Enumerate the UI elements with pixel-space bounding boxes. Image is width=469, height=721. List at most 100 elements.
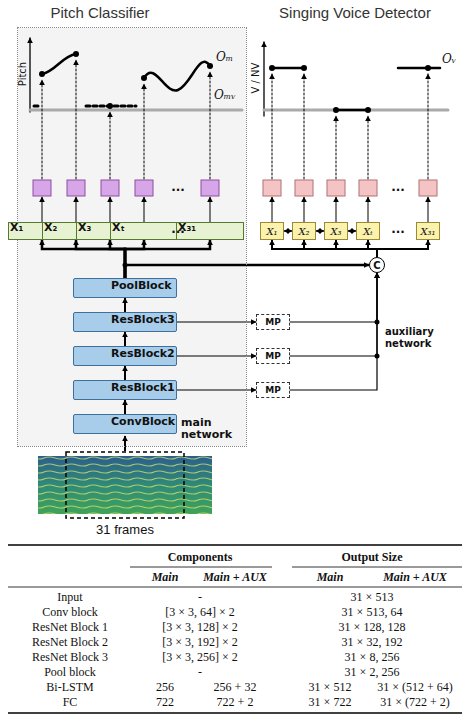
table-cell: 31 × 128, 128 (339, 620, 406, 635)
axis (29, 38, 30, 112)
points (39, 51, 213, 109)
connector (348, 230, 356, 231)
table-cell: 31 × 512 (309, 680, 352, 695)
ellipsis: ... (171, 180, 185, 194)
table-cell: 31 × 513, 64 (342, 605, 403, 620)
output-symbol: Oₘ (216, 50, 233, 64)
concat-circle: C (369, 257, 385, 273)
node-text: X₃₁ (420, 226, 435, 237)
process-box: ResBlock1 (73, 380, 177, 400)
node-text: ResBlock3 (111, 314, 173, 326)
ellipsis: ... (391, 180, 405, 194)
table-cell: Conv block (42, 605, 98, 620)
connector (124, 400, 126, 414)
table-rules (8, 545, 462, 713)
table-cell: Input (57, 590, 82, 605)
connector (124, 366, 126, 380)
connector (124, 298, 126, 312)
table-cell: 31 × 513 (351, 590, 394, 605)
spectrogram (38, 436, 212, 518)
table-cell: [3 × 3, 64] × 2 (165, 605, 235, 620)
table-cell: Pool block (44, 665, 96, 680)
connector (377, 240, 428, 257)
table-cell: - (198, 665, 202, 680)
node-text: MP (265, 385, 281, 395)
table-header: Main (152, 570, 179, 585)
table-header: Components (168, 550, 233, 565)
output-symbol: Oₘᵥ (214, 88, 236, 102)
region-ground (18, 28, 246, 446)
node-text: C (373, 260, 380, 271)
connector (125, 240, 144, 278)
node-text: ResBlock2 (111, 348, 173, 360)
output-arrows (272, 74, 428, 179)
table-cell: [3 × 3, 128] × 2 (162, 620, 238, 635)
connector (316, 230, 324, 231)
node-text: ConvBlock (111, 416, 173, 428)
connector (110, 240, 125, 278)
network-region: main networkX₁X₂X₃XₜX₃₁PoolBlockResBlock… (18, 28, 246, 446)
pitch-curve (42, 54, 76, 74)
table-cell: ResNet Block 2 (32, 635, 108, 650)
node-text: main network (181, 417, 243, 441)
connector (177, 355, 256, 356)
points (269, 65, 431, 113)
connector (368, 240, 377, 257)
pitch-curve (144, 62, 210, 91)
table-cell: 256 (156, 680, 174, 695)
lstm-cell: X₃₁ (416, 222, 440, 240)
node-text: Xₜ (363, 226, 373, 237)
fc-units (33, 180, 437, 196)
connector (290, 273, 377, 390)
unvoiced-line (34, 105, 136, 108)
lstm-cell: Xₜ (356, 222, 380, 240)
connector (125, 265, 369, 278)
connector (177, 321, 256, 322)
lstm-cell: X₃₁ (176, 222, 244, 240)
title: Pitch Classifier (50, 4, 149, 21)
table-cell: FC (63, 695, 78, 710)
table-cell: 31 × (512 + 64) (377, 680, 453, 695)
pool-box: MP (256, 314, 290, 330)
node-text: X₃ (330, 226, 341, 237)
table-cell: ResNet Block 3 (32, 650, 108, 665)
voicing-plot (264, 42, 448, 179)
connector (177, 389, 256, 390)
voicing-steps (272, 68, 440, 110)
axis-label: Pitch (17, 62, 28, 86)
connector (272, 240, 377, 257)
lstm-cell: Xₜ (110, 222, 178, 240)
node-text: MP (265, 351, 281, 361)
axis (263, 42, 264, 116)
group-label: auxiliary network (385, 326, 457, 350)
connector (125, 240, 210, 278)
lstm-cell: X₃ (324, 222, 348, 240)
connector (336, 240, 377, 257)
ellipsis: ... (391, 222, 405, 236)
table-header: Output Size (341, 550, 402, 565)
caption-label: 31 frames (96, 522, 154, 537)
title: Singing Voice Detector (279, 4, 431, 21)
table-cell: 256 + 32 (214, 680, 257, 695)
lstm-cell: X₂ (292, 222, 316, 240)
table-cell: 31 × 32, 192 (342, 635, 403, 650)
node-text: X₁ (266, 226, 277, 237)
table-header: Main + AUX (203, 570, 267, 585)
table-cell: 722 (156, 695, 174, 710)
table-cell: Bi-LSTM (46, 680, 93, 695)
table-cell: 31 × (722 + 2) (380, 695, 450, 710)
ellipsis: ... (171, 222, 185, 236)
connector (304, 240, 377, 257)
pitch-plot (30, 38, 242, 179)
table-cell: 722 + 2 (217, 695, 254, 710)
output-symbol: Oᵥ (442, 52, 456, 66)
node-text: X₂ (298, 226, 309, 237)
table-cell: [3 × 3, 192] × 2 (162, 635, 238, 650)
connector (284, 230, 292, 231)
node-text: Xₜ (112, 222, 174, 234)
process-box: ResBlock2 (73, 346, 177, 366)
process-box: ConvBlock (73, 414, 177, 434)
table-cell: - (198, 590, 202, 605)
table-cell: [3 × 3, 256] × 2 (162, 650, 238, 665)
